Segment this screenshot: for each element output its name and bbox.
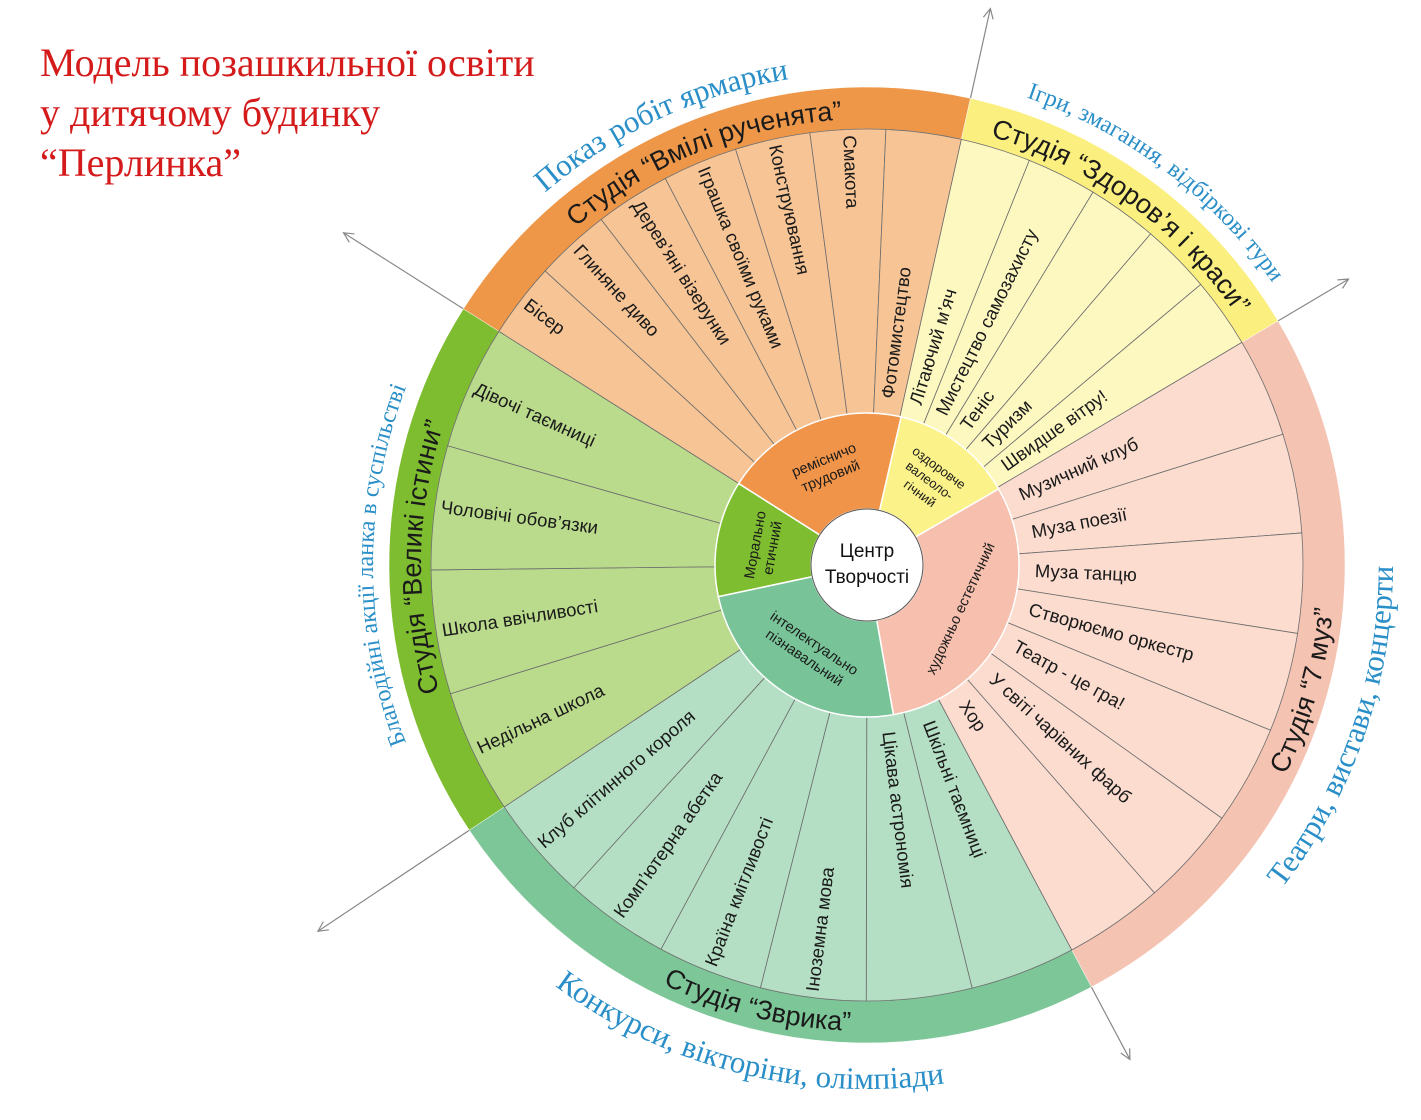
center-label-line-1: Центр	[840, 541, 894, 562]
title-line-2: у дитячому будинку	[40, 90, 381, 135]
studio-rings	[388, 86, 1346, 1044]
club-sectors	[430, 128, 1304, 1002]
direction-hub	[714, 412, 1020, 718]
diagram-title: Модель позашкильної освіти у дитячому бу…	[40, 38, 535, 188]
center-label-line-2: Творчості	[825, 567, 909, 588]
center-circle	[810, 508, 924, 622]
title-line-3: “Перлинка”	[40, 140, 241, 185]
title-line-1: Модель позашкильної освіти	[40, 40, 535, 85]
club-label: Муза танцю	[1034, 560, 1137, 585]
center-node: Центр Творчості	[810, 508, 924, 622]
club-label: Смакота	[839, 135, 863, 210]
